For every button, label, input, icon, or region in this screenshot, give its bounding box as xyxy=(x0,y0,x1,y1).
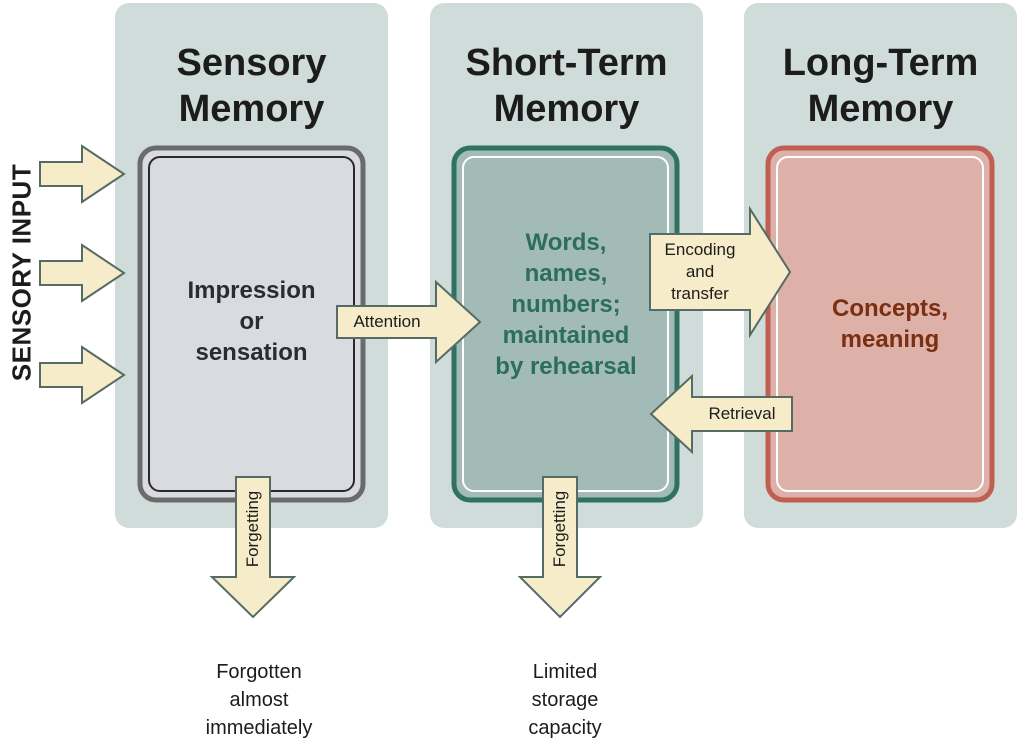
sensory-input-arrow-2 xyxy=(39,243,126,303)
forgetting-label-short-term: Forgetting xyxy=(550,490,569,568)
encoding-transfer-arrow xyxy=(649,205,792,339)
long-term-content-line: meaning xyxy=(840,326,940,353)
short-term-content-line: Words, xyxy=(525,229,607,256)
long-term-memory-title-line1: Long-Term xyxy=(782,42,979,84)
long-term-content-line: Concepts, xyxy=(831,295,948,322)
note-line: capacity xyxy=(528,717,602,739)
short-term-memory-title-line2: Memory xyxy=(493,88,640,130)
long-term-memory-box xyxy=(765,145,995,503)
note-line: Forgotten xyxy=(216,661,302,683)
sensory-memory-content: Impression or sensation xyxy=(149,275,354,368)
long-term-memory-content: Concepts, meaning xyxy=(800,293,980,355)
retrieval-label: Retrieval xyxy=(708,404,776,423)
short-term-memory-title: Short-Term Memory xyxy=(430,40,703,132)
short-term-content-line: numbers; xyxy=(511,291,621,318)
encoding-label-line: transfer xyxy=(671,284,729,303)
forgetting-arrow-short-term xyxy=(517,476,603,619)
long-term-memory-title-line2: Memory xyxy=(807,88,954,130)
short-term-content-line: names, xyxy=(524,260,608,287)
forgetting-label-sensory: Forgetting xyxy=(243,490,262,568)
sensory-content-line: sensation xyxy=(195,339,308,366)
encoding-label-line: and xyxy=(685,262,715,281)
short-term-content-line: maintained xyxy=(502,322,630,349)
short-term-memory-title-line1: Short-Term xyxy=(465,42,668,84)
sensory-content-line: Impression xyxy=(187,277,316,304)
encoding-label-line: Encoding xyxy=(664,240,736,259)
note-line: Limited xyxy=(532,661,598,683)
attention-arrow xyxy=(336,279,482,365)
sensory-forgotten-note: Forgotten almost immediately xyxy=(159,658,359,742)
sensory-input-label: SENSORY INPUT xyxy=(6,163,37,382)
short-term-capacity-note: Limited storage capacity xyxy=(465,658,665,742)
sensory-content-line: or xyxy=(239,308,264,335)
long-term-memory-title: Long-Term Memory xyxy=(744,40,1017,132)
note-line: almost xyxy=(229,689,289,711)
sensory-memory-title: Sensory Memory xyxy=(115,40,388,132)
sensory-memory-title-line1: Sensory xyxy=(176,42,327,84)
short-term-memory-content: Words, names, numbers; maintained by reh… xyxy=(476,227,656,382)
sensory-memory-title-line2: Memory xyxy=(178,88,325,130)
sensory-input-arrow-1 xyxy=(39,144,126,204)
encoding-transfer-label: Encoding and transfer xyxy=(650,239,750,305)
short-term-content-line: by rehearsal xyxy=(495,353,637,380)
forgetting-arrow-sensory xyxy=(209,476,297,619)
attention-label: Attention xyxy=(353,312,421,331)
retrieval-arrow xyxy=(649,373,793,455)
note-line: immediately xyxy=(205,717,313,739)
sensory-input-arrow-3 xyxy=(39,345,126,405)
note-line: storage xyxy=(531,689,599,711)
